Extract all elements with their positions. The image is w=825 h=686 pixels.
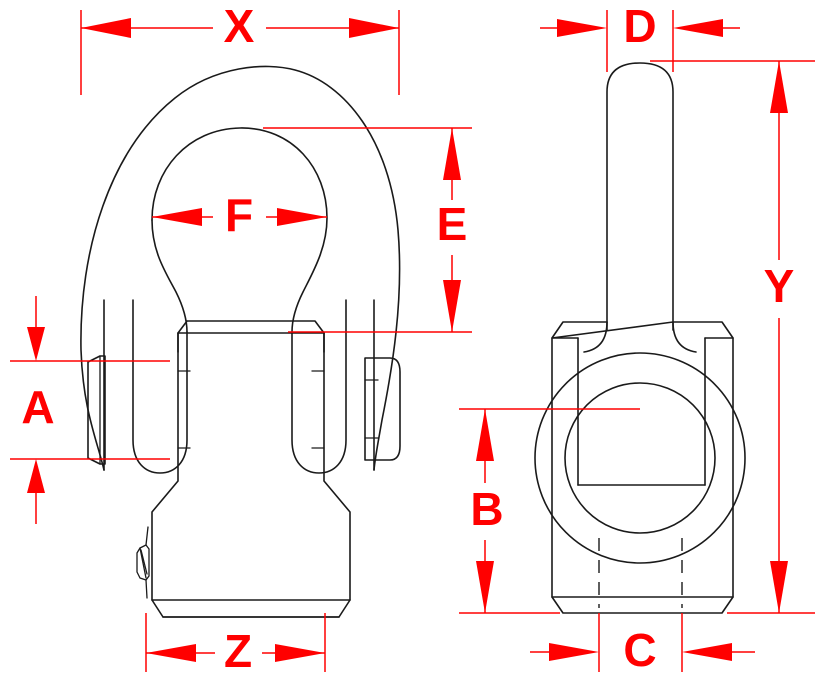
dimension-Y: Y	[650, 60, 815, 614]
pin-head-right	[364, 357, 401, 461]
dim-label-b: B	[470, 483, 503, 535]
arrowhead-c-right-icon	[682, 643, 732, 661]
body-left-side	[151, 332, 179, 601]
arrowhead-d-left-icon	[557, 19, 607, 37]
dim-label-x: X	[224, 0, 255, 52]
arrowhead-f-right-icon	[277, 208, 327, 226]
arrowhead-y-top-icon	[770, 61, 788, 113]
arrowhead-c-left-icon	[549, 643, 599, 661]
arrowhead-a-bottom-icon	[27, 459, 45, 493]
dimension-D: D	[540, 0, 740, 72]
dimension-X: X	[80, 0, 400, 95]
dimension-A: A	[10, 296, 170, 524]
bow-inner-opening-left	[151, 219, 188, 333]
set-screw-spring-detail	[136, 526, 150, 599]
arrowhead-x-right-icon	[349, 18, 399, 38]
arrowhead-a-top-icon	[27, 327, 45, 361]
shank-right-blend	[672, 321, 697, 353]
arrowhead-x-left-icon	[81, 18, 131, 38]
eye-boss-outer-circle	[534, 352, 746, 564]
arrowhead-f-left-icon	[152, 208, 202, 226]
arrowhead-d-right-icon	[673, 19, 723, 37]
bow-right-leg-inner	[291, 299, 347, 474]
bow-outer-profile	[80, 65, 401, 471]
side-view-geometry	[534, 62, 746, 614]
bow-inner-opening	[151, 127, 328, 333]
dim-label-y: Y	[764, 260, 795, 312]
dimension-B: B	[459, 408, 640, 614]
shank-left-blend	[583, 321, 608, 353]
bow-left-leg-inner	[132, 299, 188, 474]
shank-profile	[606, 62, 674, 331]
dim-label-e: E	[437, 198, 468, 250]
dim-label-c: C	[623, 624, 656, 676]
dimension-C: C	[530, 613, 755, 676]
arrowhead-z-left-icon	[146, 644, 196, 662]
arrowhead-z-right-icon	[275, 644, 325, 662]
eye-bore-circle	[564, 382, 716, 534]
dimension-E: E	[263, 127, 472, 333]
arrowhead-e-bottom-icon	[443, 280, 461, 332]
front-view-geometry	[80, 65, 401, 618]
arrowhead-e-top-icon	[443, 128, 461, 180]
arrowhead-y-bottom-icon	[770, 561, 788, 613]
body-right-side	[323, 332, 351, 601]
dim-label-f: F	[225, 189, 253, 241]
block-outline	[551, 321, 734, 614]
dim-label-z: Z	[224, 625, 252, 677]
dim-label-a: A	[21, 381, 54, 433]
dimension-Z: Z	[145, 613, 326, 677]
dimension-F: F	[152, 189, 327, 241]
arrowhead-b-bottom-icon	[476, 561, 494, 613]
arrowhead-b-top-icon	[476, 409, 494, 461]
dim-label-d: D	[623, 0, 656, 52]
